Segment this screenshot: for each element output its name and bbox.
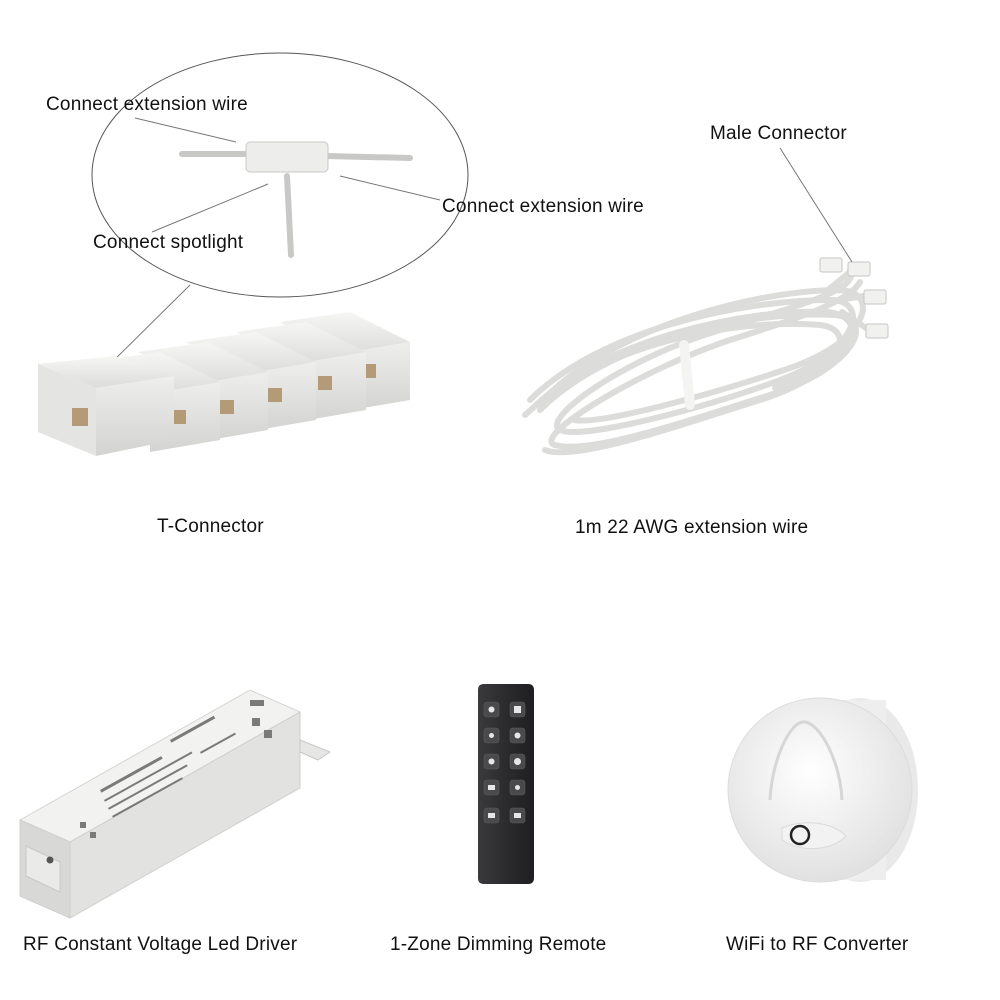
callout-male-connector: Male Connector <box>710 123 847 144</box>
led-driver <box>18 689 332 919</box>
caption-extension-wire: 1m 22 AWG extension wire <box>575 517 809 538</box>
extension-wire-coil <box>522 265 875 456</box>
callout-connect-extension-wire-right: Connect extension wire <box>442 196 644 217</box>
male-connector-plugs <box>819 257 889 339</box>
male-connector-leader <box>779 147 853 263</box>
caption-led-driver: RF Constant Voltage Led Driver <box>23 934 298 955</box>
caption-wifi-rf-converter: WiFi to RF Converter <box>726 934 909 955</box>
t-connector-boxes <box>38 312 410 456</box>
callout-connect-extension-wire-left: Connect extension wire <box>46 94 248 115</box>
caption-t-connector: T-Connector <box>157 516 264 537</box>
caption-dimming-remote: 1-Zone Dimming Remote <box>390 934 607 955</box>
dimming-remote <box>478 684 534 884</box>
wifi-rf-converter <box>727 697 918 883</box>
callout-connect-spotlight: Connect spotlight <box>93 232 244 253</box>
